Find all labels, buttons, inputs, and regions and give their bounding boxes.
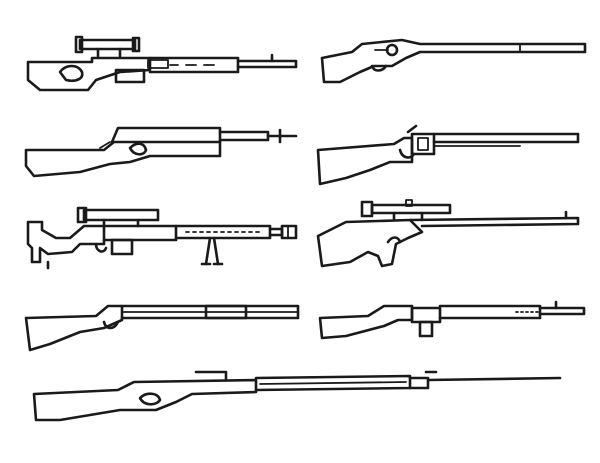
hunting-rifle-with-scope-icon (316, 199, 580, 268)
sniper-rifle-with-scope-icon (26, 35, 298, 92)
semi-automatic-rifle-icon (318, 300, 586, 340)
revolver-rifle-icon (316, 124, 580, 186)
rifle-icon-set (24, 35, 587, 422)
bolt-action-rifle-icon (24, 126, 298, 178)
flintlock-musket-icon (320, 38, 587, 84)
anti-materiel-rifle-with-bipod-icon (26, 206, 298, 270)
mosin-rifle-with-bayonet-icon (32, 370, 562, 422)
pump-shotgun-icon (24, 304, 300, 352)
